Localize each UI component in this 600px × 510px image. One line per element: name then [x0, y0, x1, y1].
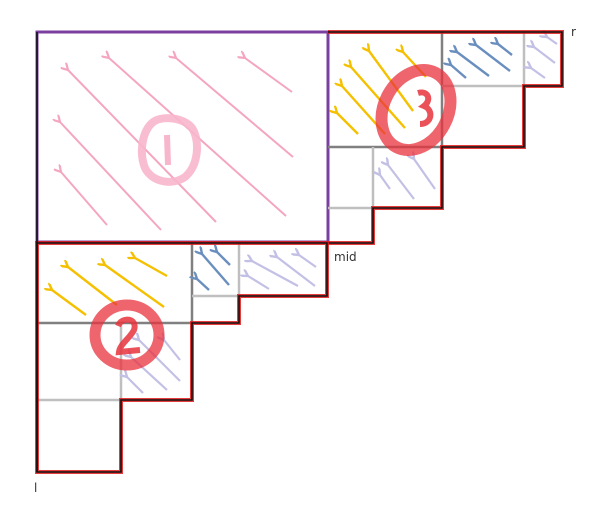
region-3-lavender-arrows — [380, 37, 558, 200]
region-2-blue-arrows — [197, 252, 231, 291]
label-mid: mid — [334, 250, 357, 264]
region-3 — [328, 30, 564, 245]
region-3-outline — [328, 30, 564, 245]
circled-number-2 — [89, 299, 165, 371]
region-2 — [35, 241, 329, 474]
label-l: l — [34, 481, 38, 495]
circled-number-1 — [137, 114, 201, 186]
region-3-blue-arrows — [451, 44, 513, 79]
region-2-yellow-arrows — [52, 258, 168, 316]
circled-number-3 — [375, 63, 457, 157]
block-1 — [35, 30, 330, 244]
label-r: r — [571, 25, 576, 39]
